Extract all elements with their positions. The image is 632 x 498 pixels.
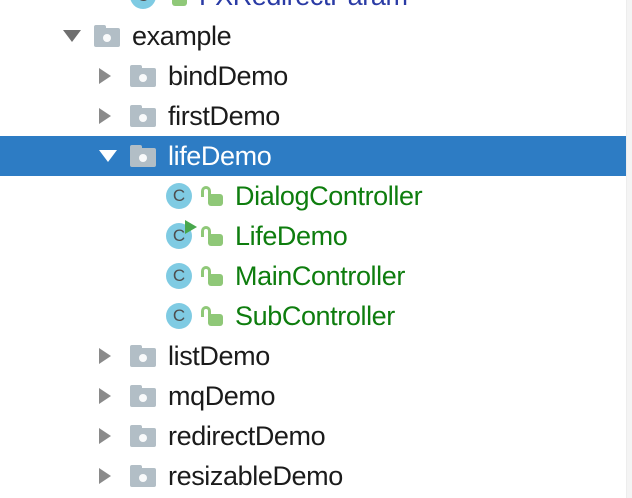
- padlock-shackle: [201, 226, 211, 237]
- tree-row-lifeDemo[interactable]: lifeDemo: [0, 136, 632, 176]
- padlock-shackle: [201, 186, 211, 197]
- folder-tab: [130, 105, 142, 110]
- java-class-icon: C: [166, 220, 197, 249]
- package-folder-icon: [130, 383, 156, 409]
- expand-arrow-icon[interactable]: [94, 376, 130, 416]
- folder-dot: [139, 394, 147, 402]
- folder-tab: [130, 465, 142, 470]
- tree-row-bindDemo[interactable]: bindDemo: [0, 56, 632, 96]
- padlock-lockbody: [208, 194, 223, 206]
- folder-dot: [139, 154, 147, 162]
- padlock-shackle: [201, 306, 211, 317]
- expand-arrow-icon[interactable]: [94, 416, 130, 456]
- tree-row-label: LifeDemo: [235, 221, 348, 251]
- arrow-triangle: [99, 108, 111, 124]
- package-folder-icon: [130, 63, 156, 89]
- tree-row-label: lifeDemo: [168, 141, 272, 171]
- folder-dot: [139, 114, 147, 122]
- unlocked-padlock-icon: [200, 263, 224, 289]
- tree-row-label: DialogController: [235, 181, 423, 211]
- folder-tab: [130, 65, 142, 70]
- tree-row-label: example: [132, 21, 232, 51]
- package-folder-icon: [130, 143, 156, 169]
- unlocked-padlock-icon: [200, 223, 224, 249]
- runnable-play-badge-icon: [185, 220, 197, 234]
- padlock-lockbody: [172, 0, 187, 6]
- folder-dot: [139, 474, 147, 482]
- arrow-triangle: [63, 30, 81, 42]
- folder-dot: [139, 354, 147, 362]
- tree-row-SubController[interactable]: C SubController: [0, 296, 632, 336]
- expand-arrow-icon[interactable]: [94, 336, 130, 376]
- tree-row-firstDemo[interactable]: firstDemo: [0, 96, 632, 136]
- java-class-icon: C: [130, 0, 156, 9]
- tree-row-label: mqDemo: [168, 381, 276, 411]
- tree-row-example[interactable]: example: [0, 16, 632, 56]
- tree-row-mqDemo[interactable]: mqDemo: [0, 376, 632, 416]
- unlocked-padlock-icon: [200, 183, 224, 209]
- package-folder-icon: [130, 463, 156, 489]
- tree-row-resizableDemo[interactable]: resizableDemo: [0, 456, 632, 496]
- tree-row-MainController[interactable]: C MainController: [0, 256, 632, 296]
- tree-row-label: firstDemo: [168, 101, 280, 131]
- expand-arrow-icon[interactable]: [94, 456, 130, 496]
- arrow-triangle: [99, 348, 111, 364]
- java-class-icon: C: [166, 303, 192, 329]
- tree-row-listDemo[interactable]: listDemo: [0, 336, 632, 376]
- folder-tab: [130, 345, 142, 350]
- tree-row-label: SubController: [235, 301, 395, 331]
- tree-row-label: listDemo: [168, 341, 270, 371]
- package-folder-icon: [94, 23, 120, 49]
- folder-tab: [130, 425, 142, 430]
- tree-row-FXRedirectParam[interactable]: C FXRedirectParam: [0, 0, 632, 16]
- tree-row-label: redirectDemo: [168, 421, 326, 451]
- arrow-triangle: [99, 68, 111, 84]
- unlocked-padlock-icon: [164, 0, 188, 9]
- package-folder-icon: [130, 423, 156, 449]
- padlock-lockbody: [208, 274, 223, 286]
- folder-dot: [139, 434, 147, 442]
- folder-dot: [139, 74, 147, 82]
- arrow-triangle: [99, 388, 111, 404]
- padlock-lockbody: [208, 234, 223, 246]
- tree-row-label: bindDemo: [168, 61, 288, 91]
- arrow-triangle: [99, 468, 111, 484]
- tree-row-label: MainController: [235, 261, 405, 291]
- package-folder-icon: [130, 343, 156, 369]
- package-folder-icon: [130, 103, 156, 129]
- arrow-triangle: [99, 428, 111, 444]
- tree-row-label: FXRedirectParam: [199, 0, 408, 16]
- arrow-triangle: [99, 150, 117, 162]
- padlock-lockbody: [208, 314, 223, 326]
- collapse-arrow-icon[interactable]: [58, 16, 94, 56]
- tree-row-label: resizableDemo: [168, 461, 343, 491]
- folder-tab: [130, 385, 142, 390]
- collapse-arrow-icon[interactable]: [94, 136, 130, 176]
- folder-dot: [103, 34, 111, 42]
- tree-row-LifeDemo[interactable]: C LifeDemo: [0, 216, 632, 256]
- folder-tab: [94, 25, 106, 30]
- tree-row-redirectDemo[interactable]: redirectDemo: [0, 416, 632, 456]
- scrollbar-track[interactable]: [626, 0, 632, 498]
- folder-tab: [130, 145, 142, 150]
- expand-arrow-icon[interactable]: [94, 96, 130, 136]
- padlock-shackle: [201, 266, 211, 277]
- java-class-icon: C: [166, 183, 192, 209]
- expand-arrow-icon[interactable]: [94, 56, 130, 96]
- tree-row-DialogController[interactable]: C DialogController: [0, 176, 632, 216]
- unlocked-padlock-icon: [200, 303, 224, 329]
- java-class-icon: C: [166, 263, 192, 289]
